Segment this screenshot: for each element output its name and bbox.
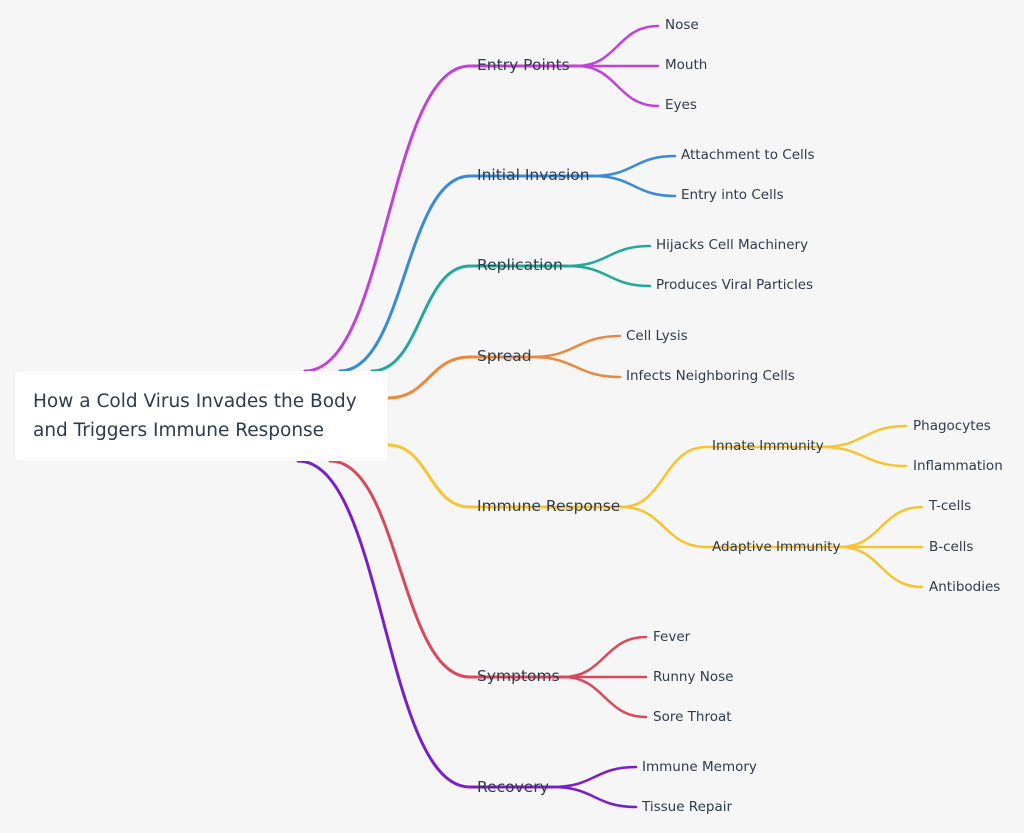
connector-child-6-1: [551, 785, 638, 809]
sub-branch-innate-immunity[interactable]: Innate Immunity: [712, 438, 824, 454]
leaf-nose[interactable]: Nose: [665, 17, 699, 33]
connector-child-4-1: [620, 505, 708, 549]
leaf-eyes[interactable]: Eyes: [665, 97, 697, 113]
connector-adaptive-leaf-0: [838, 505, 924, 549]
leaf-antibodies[interactable]: Antibodies: [929, 579, 1001, 595]
connector-child-5-0: [561, 635, 648, 679]
connector-child-2-1: [565, 264, 652, 288]
leaf-inflammation[interactable]: Inflammation: [913, 458, 1003, 474]
connector-root-branch-4: [386, 443, 472, 509]
connector-root-branch-6: [296, 459, 472, 789]
branch-recovery[interactable]: Recovery: [477, 778, 549, 796]
branch-immune-response[interactable]: Immune Response: [477, 497, 621, 515]
connector-root-branch-0: [303, 64, 472, 373]
root-topic-line-2: and Triggers Immune Response: [33, 420, 325, 441]
leaf-hijacks-cell-machinery[interactable]: Hijacks Cell Machinery: [656, 237, 809, 253]
sub-branch-adaptive-immunity[interactable]: Adaptive Immunity: [712, 539, 841, 555]
leaf-b-cells[interactable]: B-cells: [929, 539, 974, 555]
connector-child-1-1: [591, 174, 677, 198]
connector-adaptive-leaf-2: [838, 545, 924, 589]
leaf-infects-neighboring-cells[interactable]: Infects Neighboring Cells: [626, 368, 795, 384]
connector-child-3-0: [530, 334, 622, 359]
connector-child-1-0: [591, 154, 677, 178]
connector-child-2-0: [565, 244, 652, 268]
leaf-entry-into-cells[interactable]: Entry into Cells: [681, 187, 784, 203]
leaf-immune-memory[interactable]: Immune Memory: [642, 759, 757, 775]
connector-child-6-0: [551, 765, 638, 789]
root-topic[interactable]: How a Cold Virus Invades the Body and Tr…: [15, 371, 388, 461]
connector-innate-leaf-1: [820, 445, 908, 468]
connector-innate-leaf-0: [820, 424, 908, 449]
leaf-produces-viral-particles[interactable]: Produces Viral Particles: [656, 277, 814, 293]
connector-root-branch-2: [370, 264, 472, 373]
connector-root-branch-1: [338, 174, 472, 373]
leaf-attachment-to-cells[interactable]: Attachment to Cells: [681, 147, 815, 163]
connector-root-branch-3: [386, 355, 472, 400]
branch-entry-points[interactable]: Entry Points: [477, 56, 570, 74]
connector-child-3-1: [530, 355, 622, 379]
connector-child-4-0: [620, 445, 708, 509]
leaf-fever[interactable]: Fever: [653, 629, 691, 645]
branch-initial-invasion[interactable]: Initial Invasion: [477, 166, 590, 184]
branch-symptoms[interactable]: Symptoms: [477, 667, 560, 685]
leaf-cell-lysis[interactable]: Cell Lysis: [626, 328, 688, 344]
leaf-sore-throat[interactable]: Sore Throat: [653, 709, 732, 725]
branch-spread[interactable]: Spread: [477, 347, 532, 365]
connector-child-0-2: [575, 64, 660, 108]
branch-replication[interactable]: Replication: [477, 256, 563, 274]
root-topic-line-1: How a Cold Virus Invades the Body: [33, 391, 357, 412]
leaf-runny-nose[interactable]: Runny Nose: [653, 669, 734, 685]
leaf-phagocytes[interactable]: Phagocytes: [913, 418, 991, 434]
connector-root-branch-5: [328, 459, 472, 679]
connector-child-5-2: [561, 675, 648, 719]
leaf-t-cells[interactable]: T-cells: [929, 498, 972, 514]
leaf-mouth[interactable]: Mouth: [665, 57, 708, 73]
connector-child-0-0: [575, 24, 660, 68]
leaf-tissue-repair[interactable]: Tissue Repair: [642, 799, 733, 815]
